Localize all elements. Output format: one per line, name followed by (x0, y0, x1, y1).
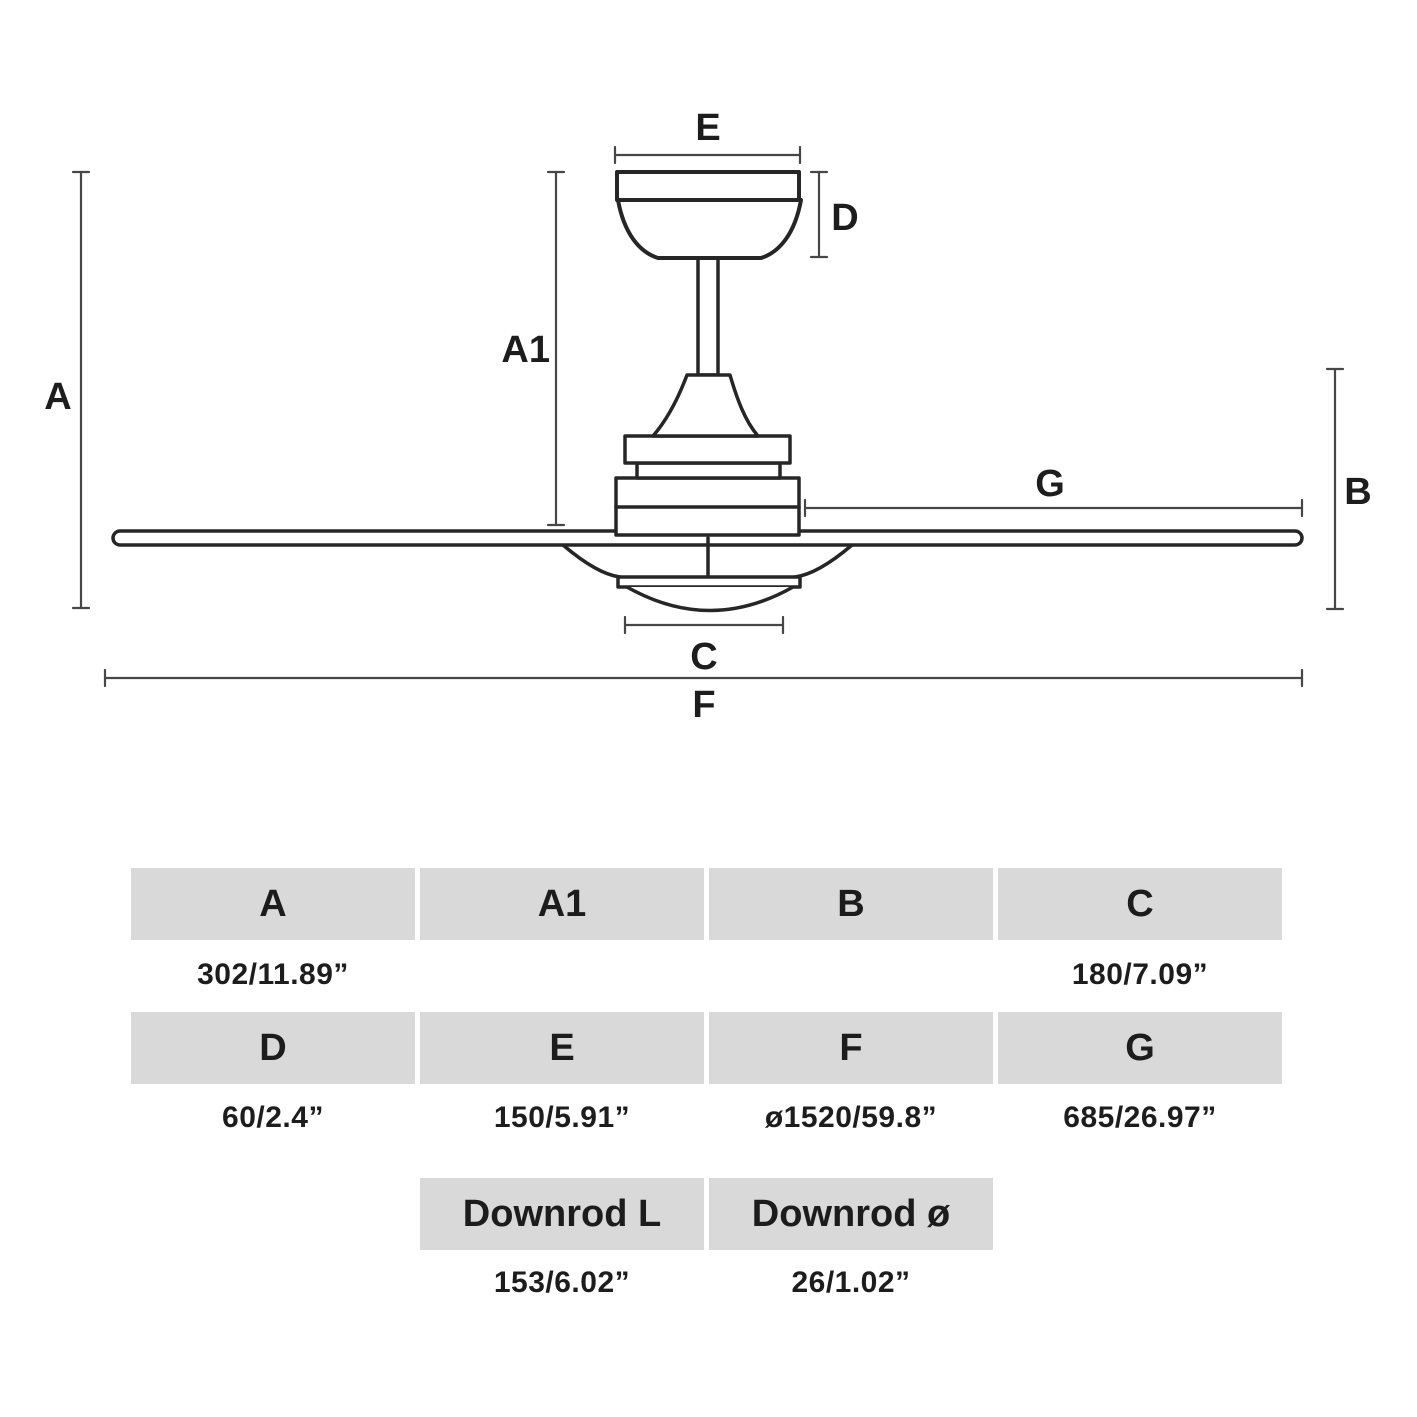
dim-label-A: A (44, 376, 71, 418)
dim-line-D (809, 170, 829, 259)
table-value: 302/11.89” (197, 958, 349, 991)
ceiling-fan-dimension-diagram: A A1 E D G B C (44, 107, 1371, 726)
dim-line-A (71, 170, 91, 610)
light-kit-plate (616, 575, 802, 589)
table-value: 153/6.02” (493, 1266, 631, 1299)
table-header-cell: D (131, 1012, 415, 1084)
light-kit-bowl-left-curve (561, 543, 622, 579)
dim-line-E (613, 145, 802, 165)
table-header-cell: G (998, 1012, 1282, 1084)
dim-line-B (1325, 367, 1345, 611)
table-header-row-1: A A1 B C (131, 868, 1282, 940)
dim-line-G (803, 498, 1304, 518)
table-value: 180/7.09” (1071, 958, 1209, 991)
downrod-cone (651, 373, 760, 438)
table-header-cell: F (709, 1012, 993, 1084)
table-header-row-2: D E F G (131, 1012, 1282, 1084)
table-header-cell: A (131, 868, 415, 940)
dim-line-A1 (546, 170, 566, 527)
canopy-body (616, 198, 803, 260)
dim-line-F (103, 668, 1304, 688)
table-value: 685/26.97” (1063, 1101, 1217, 1134)
table-header-cell: B (709, 868, 993, 940)
dim-label-A1: A1 (501, 329, 550, 371)
table-header-row-3: Downrod L Downrod ø (131, 1178, 1282, 1250)
table-header-cell: Downrod L (420, 1178, 704, 1250)
table-value-row-3: 153/6.02” 26/1.02” (131, 1263, 1282, 1303)
table-value-row-2: 60/2.4” 150/5.91” ø1520/59.8” 685/26.97” (131, 1098, 1282, 1138)
dim-label-E: E (695, 107, 720, 149)
motor-housing-top (623, 434, 792, 465)
table-value: 26/1.02” (791, 1266, 911, 1299)
table-value (420, 955, 704, 995)
dim-label-B: B (1344, 471, 1371, 513)
table-value: 60/2.4” (222, 1101, 324, 1134)
table-value: ø1520/59.8” (764, 1101, 938, 1134)
table-header-cell: A1 (420, 868, 704, 940)
table-header-cell: Downrod ø (709, 1178, 993, 1250)
dim-label-G: G (1035, 463, 1065, 505)
table-value (709, 955, 993, 995)
motor-housing-ring (635, 461, 782, 480)
dim-label-C: C (690, 636, 717, 678)
light-kit-dome (626, 585, 794, 613)
dim-line-C (623, 615, 785, 635)
dim-label-F: F (692, 684, 715, 726)
table-value: 150/5.91” (493, 1101, 631, 1134)
table-header-cell: E (420, 1012, 704, 1084)
downrod (696, 255, 720, 377)
table-value-row-1: 302/11.89” 180/7.09” (131, 955, 1282, 995)
table-header-cell: C (998, 868, 1282, 940)
canopy-plate (615, 170, 801, 202)
dim-label-D: D (831, 197, 858, 239)
